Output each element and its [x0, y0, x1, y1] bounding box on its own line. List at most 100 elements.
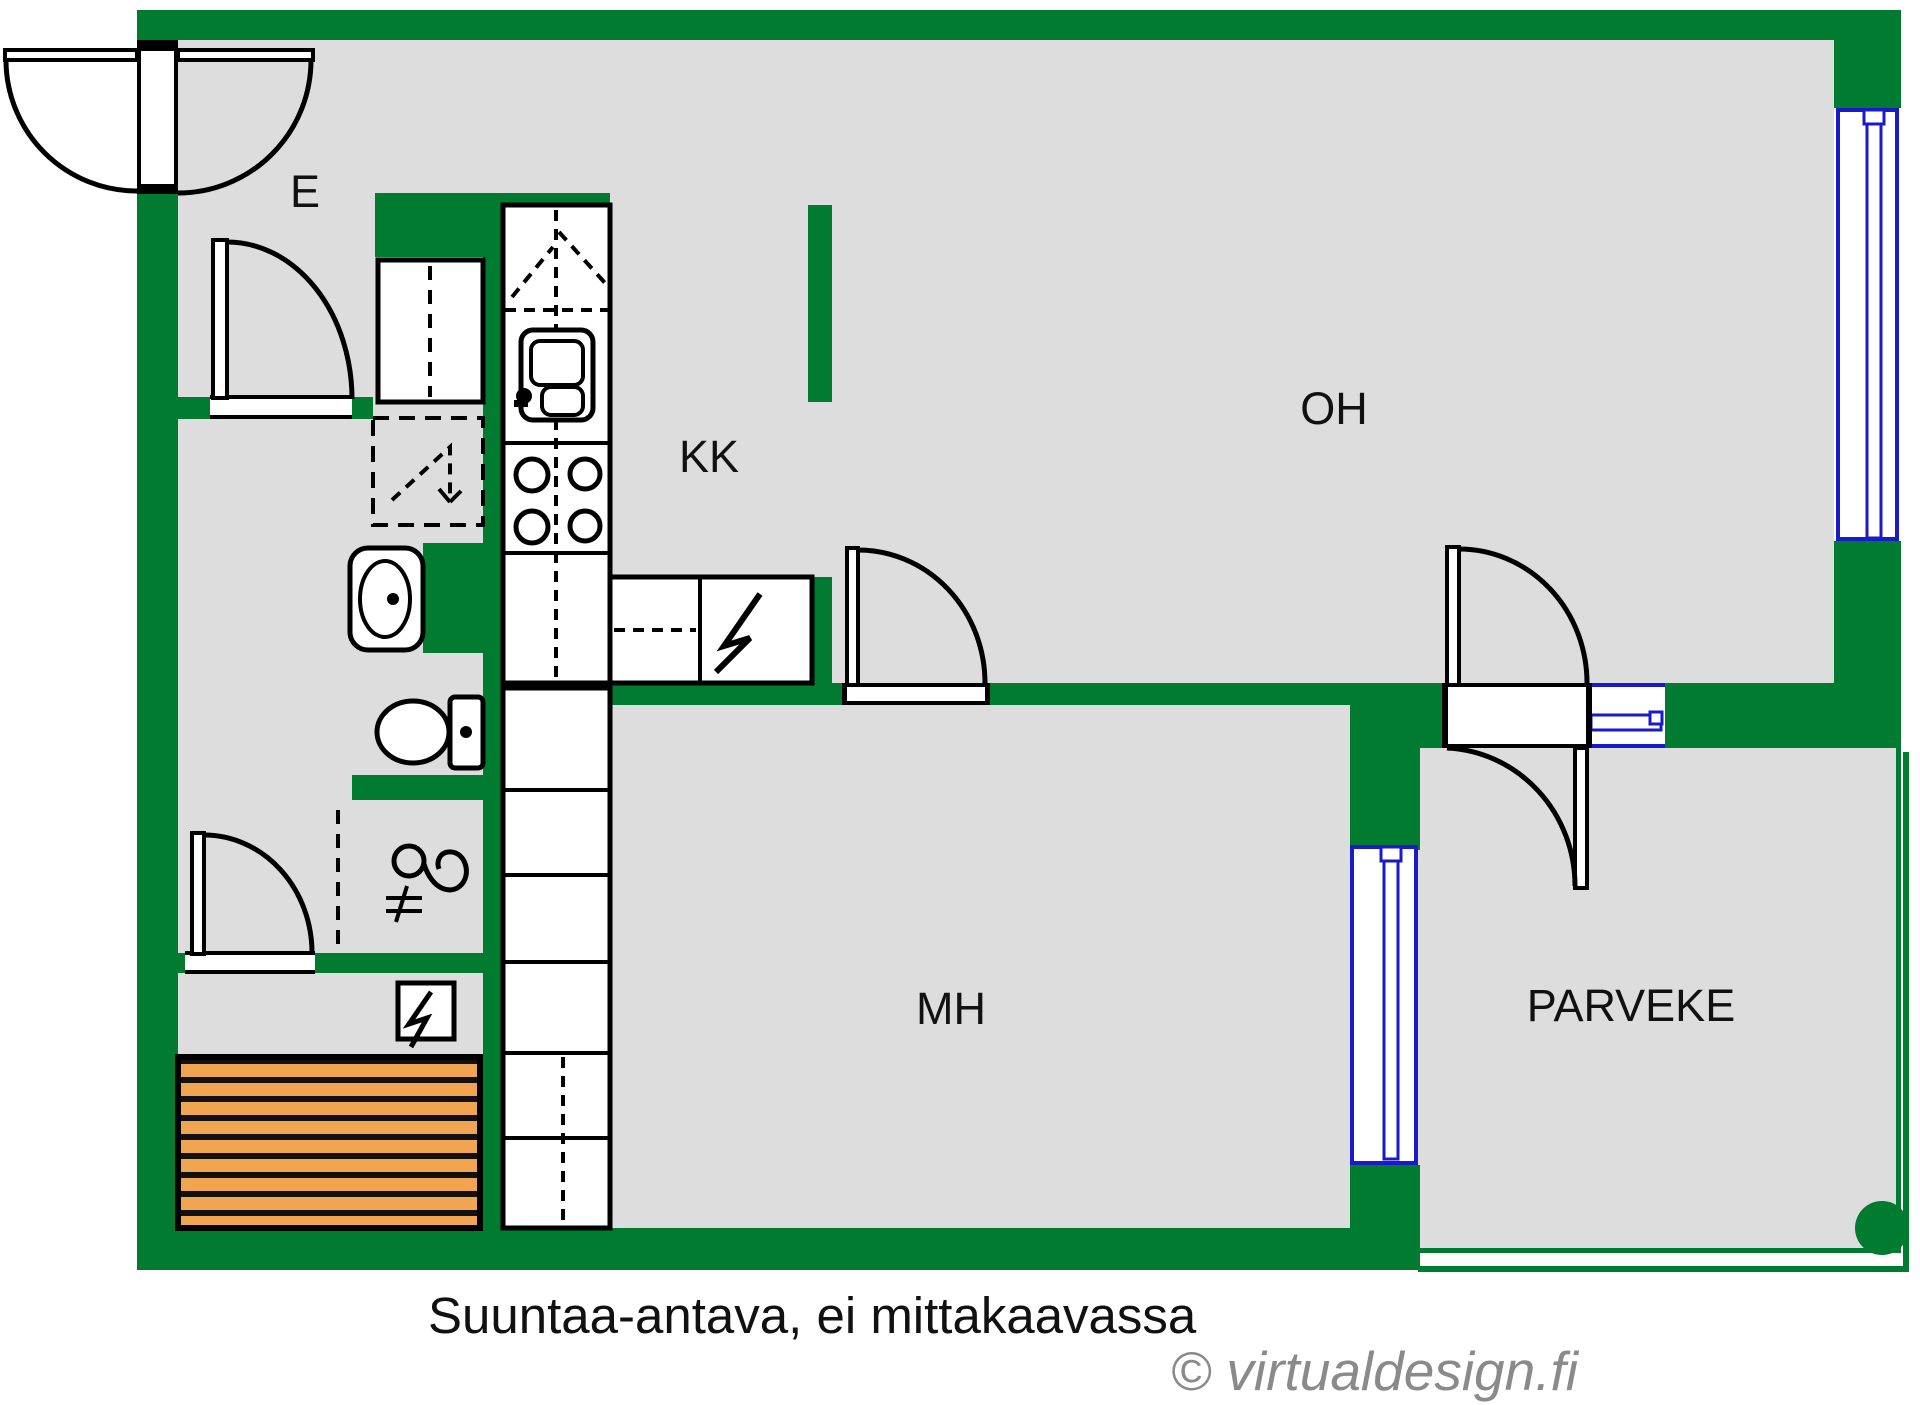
wall-entrance-wc-left: [178, 397, 210, 419]
entrance-door-closed-left: [3, 48, 139, 62]
room-label-living-room: OH: [1300, 383, 1368, 434]
door-sill-line: [1442, 744, 1592, 748]
windows: [1350, 108, 1899, 1165]
wall-wc-pier: [423, 543, 500, 653]
door-opening: [847, 686, 985, 703]
window-frame-line: [1587, 683, 1665, 687]
room-label-entrance: E: [290, 166, 320, 217]
window-frame-line: [1895, 108, 1899, 541]
door-leaf: [1445, 545, 1461, 687]
entrance-door-leaf: [137, 47, 178, 188]
wall-shower-sauna-right: [315, 953, 483, 973]
wall-bedroom-north-east: [985, 683, 1350, 705]
washbasin-faucet: [387, 593, 399, 605]
shower-arrow: [390, 442, 452, 502]
balcony-edge-bottom: [1418, 1248, 1901, 1253]
door-sill-line: [1442, 683, 1592, 687]
wall-bedroom-north-west: [603, 683, 847, 705]
washbasin-icon: [347, 545, 426, 653]
door-swing-arc: [1446, 745, 1578, 887]
window-sash: [1865, 112, 1883, 540]
wall-living-room-stub: [808, 205, 832, 402]
door-leaf: [845, 546, 860, 687]
door-sill-line: [847, 683, 985, 687]
wardrobe-dividers: [505, 788, 608, 1140]
sink-basin: [529, 339, 585, 387]
floor-balcony: [1418, 748, 1898, 1250]
entrance-door-jamb: [137, 185, 178, 194]
fridge-icon: [557, 230, 607, 285]
door-jamb: [1586, 683, 1592, 748]
door-jamb: [985, 683, 990, 705]
labels: E KK OH MH PARVEKE: [290, 166, 1735, 1034]
wall-south: [137, 1228, 1418, 1270]
kitchen-counter-extension: [607, 574, 815, 686]
shower-reservation-icon: [371, 416, 485, 527]
fridge-icon: [510, 245, 555, 299]
room-label-balcony: PARVEKE: [1527, 980, 1735, 1031]
wall-bedroom-balcony-upper-stub: [1350, 683, 1420, 850]
wall-east-upper: [1834, 10, 1901, 108]
toilet-flush: [460, 726, 472, 738]
heater-bolt: [402, 990, 434, 1049]
window-sash-latch: [1379, 845, 1403, 863]
door-sill-line: [185, 951, 315, 955]
window-frame-line: [1350, 845, 1354, 1165]
disclaimer-text: Suuntaa-antava, ei mittakaavassa: [428, 1287, 1197, 1344]
shower-arrow-head: [437, 487, 463, 504]
toilet-icon: [374, 694, 486, 771]
wc-door-icon: [210, 238, 355, 419]
door-sill-line: [185, 970, 315, 974]
toilet-bowl: [374, 698, 452, 766]
burner: [567, 508, 603, 544]
doors: [3, 40, 1592, 974]
fixtures: [175, 202, 815, 1231]
balcony-railing: [1418, 748, 1909, 1272]
door-leaf: [211, 238, 229, 400]
door-swing-arc: [1458, 546, 1590, 684]
shower-hose: [421, 849, 469, 893]
electric-heater-icon: [395, 980, 457, 1049]
balcony-edge-right: [1896, 748, 1901, 1253]
wall-counter-stub: [812, 577, 832, 683]
window-sash-latch: [1648, 710, 1664, 726]
window-sash: [1382, 849, 1400, 1161]
window-balcony-wall: [1587, 683, 1665, 748]
burner: [567, 456, 603, 492]
window-frame-line: [1587, 744, 1665, 748]
door-opening: [210, 397, 352, 419]
wall-wc-shower: [352, 775, 500, 800]
bedroom-door-icon: [842, 546, 990, 705]
room-label-kitchenette: KK: [679, 431, 739, 482]
window-sash-latch: [1862, 108, 1886, 126]
window-frame-line: [1836, 108, 1840, 541]
wardrobe-body: [375, 257, 486, 405]
walls: [137, 10, 1901, 1270]
balcony-drain-icon: [1855, 1201, 1909, 1255]
shower-mixer-icon: [386, 843, 469, 923]
room-label-bedroom: MH: [916, 983, 986, 1034]
shower-head: [391, 843, 427, 879]
sink-basin-small: [540, 385, 585, 417]
wall-entrance-wc-right: [352, 397, 373, 419]
door-opening: [1447, 687, 1587, 744]
copyright-text: © virtualdesign.fi: [1171, 1340, 1580, 1402]
entrance-door-swing-arc: [3, 59, 138, 194]
door-sill-line: [210, 395, 352, 399]
electric-appliance-icon: [713, 592, 763, 675]
balcony-railing-bottom: [1418, 1266, 1909, 1272]
door-swing-arc: [226, 239, 355, 400]
door-jamb: [1442, 683, 1448, 748]
sink-faucet: [514, 400, 528, 407]
stove-burners-icon: [513, 456, 603, 546]
door-swing-arc: [857, 547, 988, 684]
entrance-door-swing-arc: [177, 59, 314, 196]
entrance-door-jamb: [137, 40, 178, 49]
washbasin-bowl: [358, 559, 412, 639]
wardrobe-icon: [375, 257, 486, 405]
door-opening: [185, 953, 315, 973]
sauna-benches-icon: [175, 1054, 483, 1231]
door-leaf: [1573, 746, 1589, 890]
